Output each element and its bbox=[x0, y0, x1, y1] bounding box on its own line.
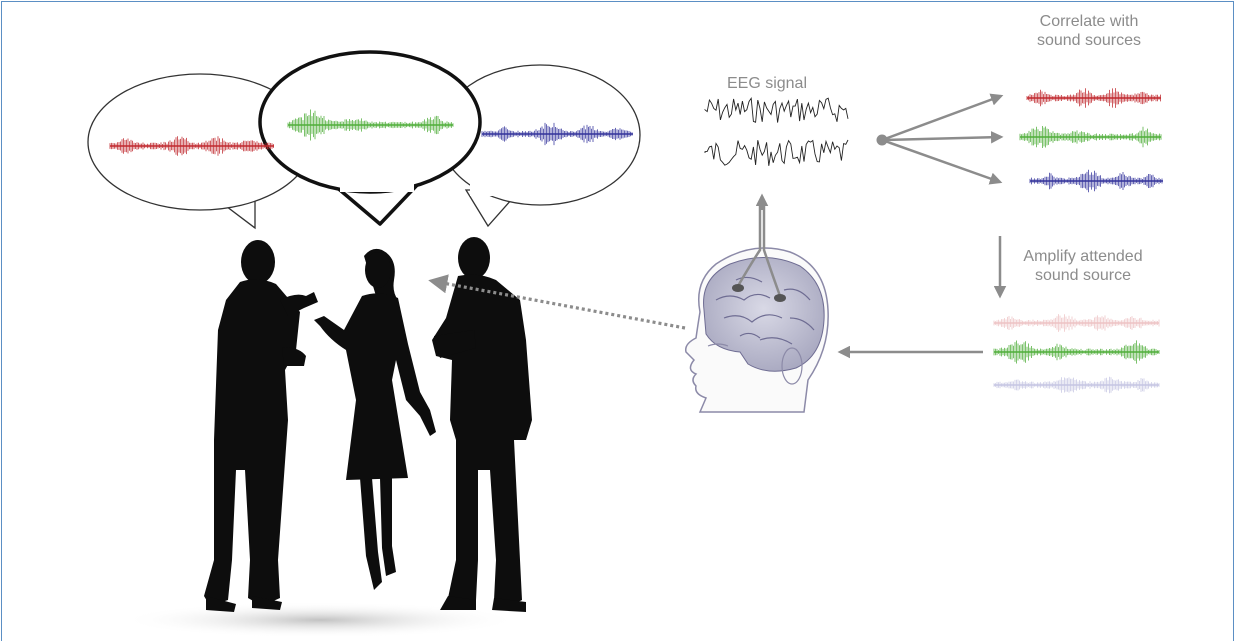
person-silhouette-icon bbox=[314, 248, 436, 590]
waveform-icon bbox=[993, 314, 1160, 332]
attention-arrow bbox=[428, 274, 686, 330]
person-silhouette-icon bbox=[432, 237, 532, 612]
amplify-label: Amplify attended sound source bbox=[1023, 248, 1143, 284]
correlate-label: Correlate with sound sources bbox=[1036, 13, 1142, 49]
waveform-icon bbox=[1029, 169, 1163, 193]
waveform-icon bbox=[993, 340, 1160, 364]
waveform-icon bbox=[1019, 126, 1162, 148]
waveform-icon bbox=[1026, 88, 1161, 108]
waveform-icon bbox=[481, 122, 633, 146]
branch-arrows bbox=[881, 93, 1004, 185]
person-silhouette-icon bbox=[204, 240, 318, 612]
eeg-signal-label: EEG signal bbox=[726, 75, 808, 92]
speech-bubble-icon bbox=[258, 50, 482, 226]
waveform-icon bbox=[287, 109, 454, 141]
waveform-icon bbox=[993, 376, 1160, 394]
eeg-trace bbox=[704, 96, 849, 166]
brain-head-icon bbox=[684, 247, 829, 413]
waveform-icon bbox=[109, 136, 274, 156]
branch-node bbox=[876, 134, 888, 146]
eeg-electrode-icon bbox=[732, 206, 786, 302]
